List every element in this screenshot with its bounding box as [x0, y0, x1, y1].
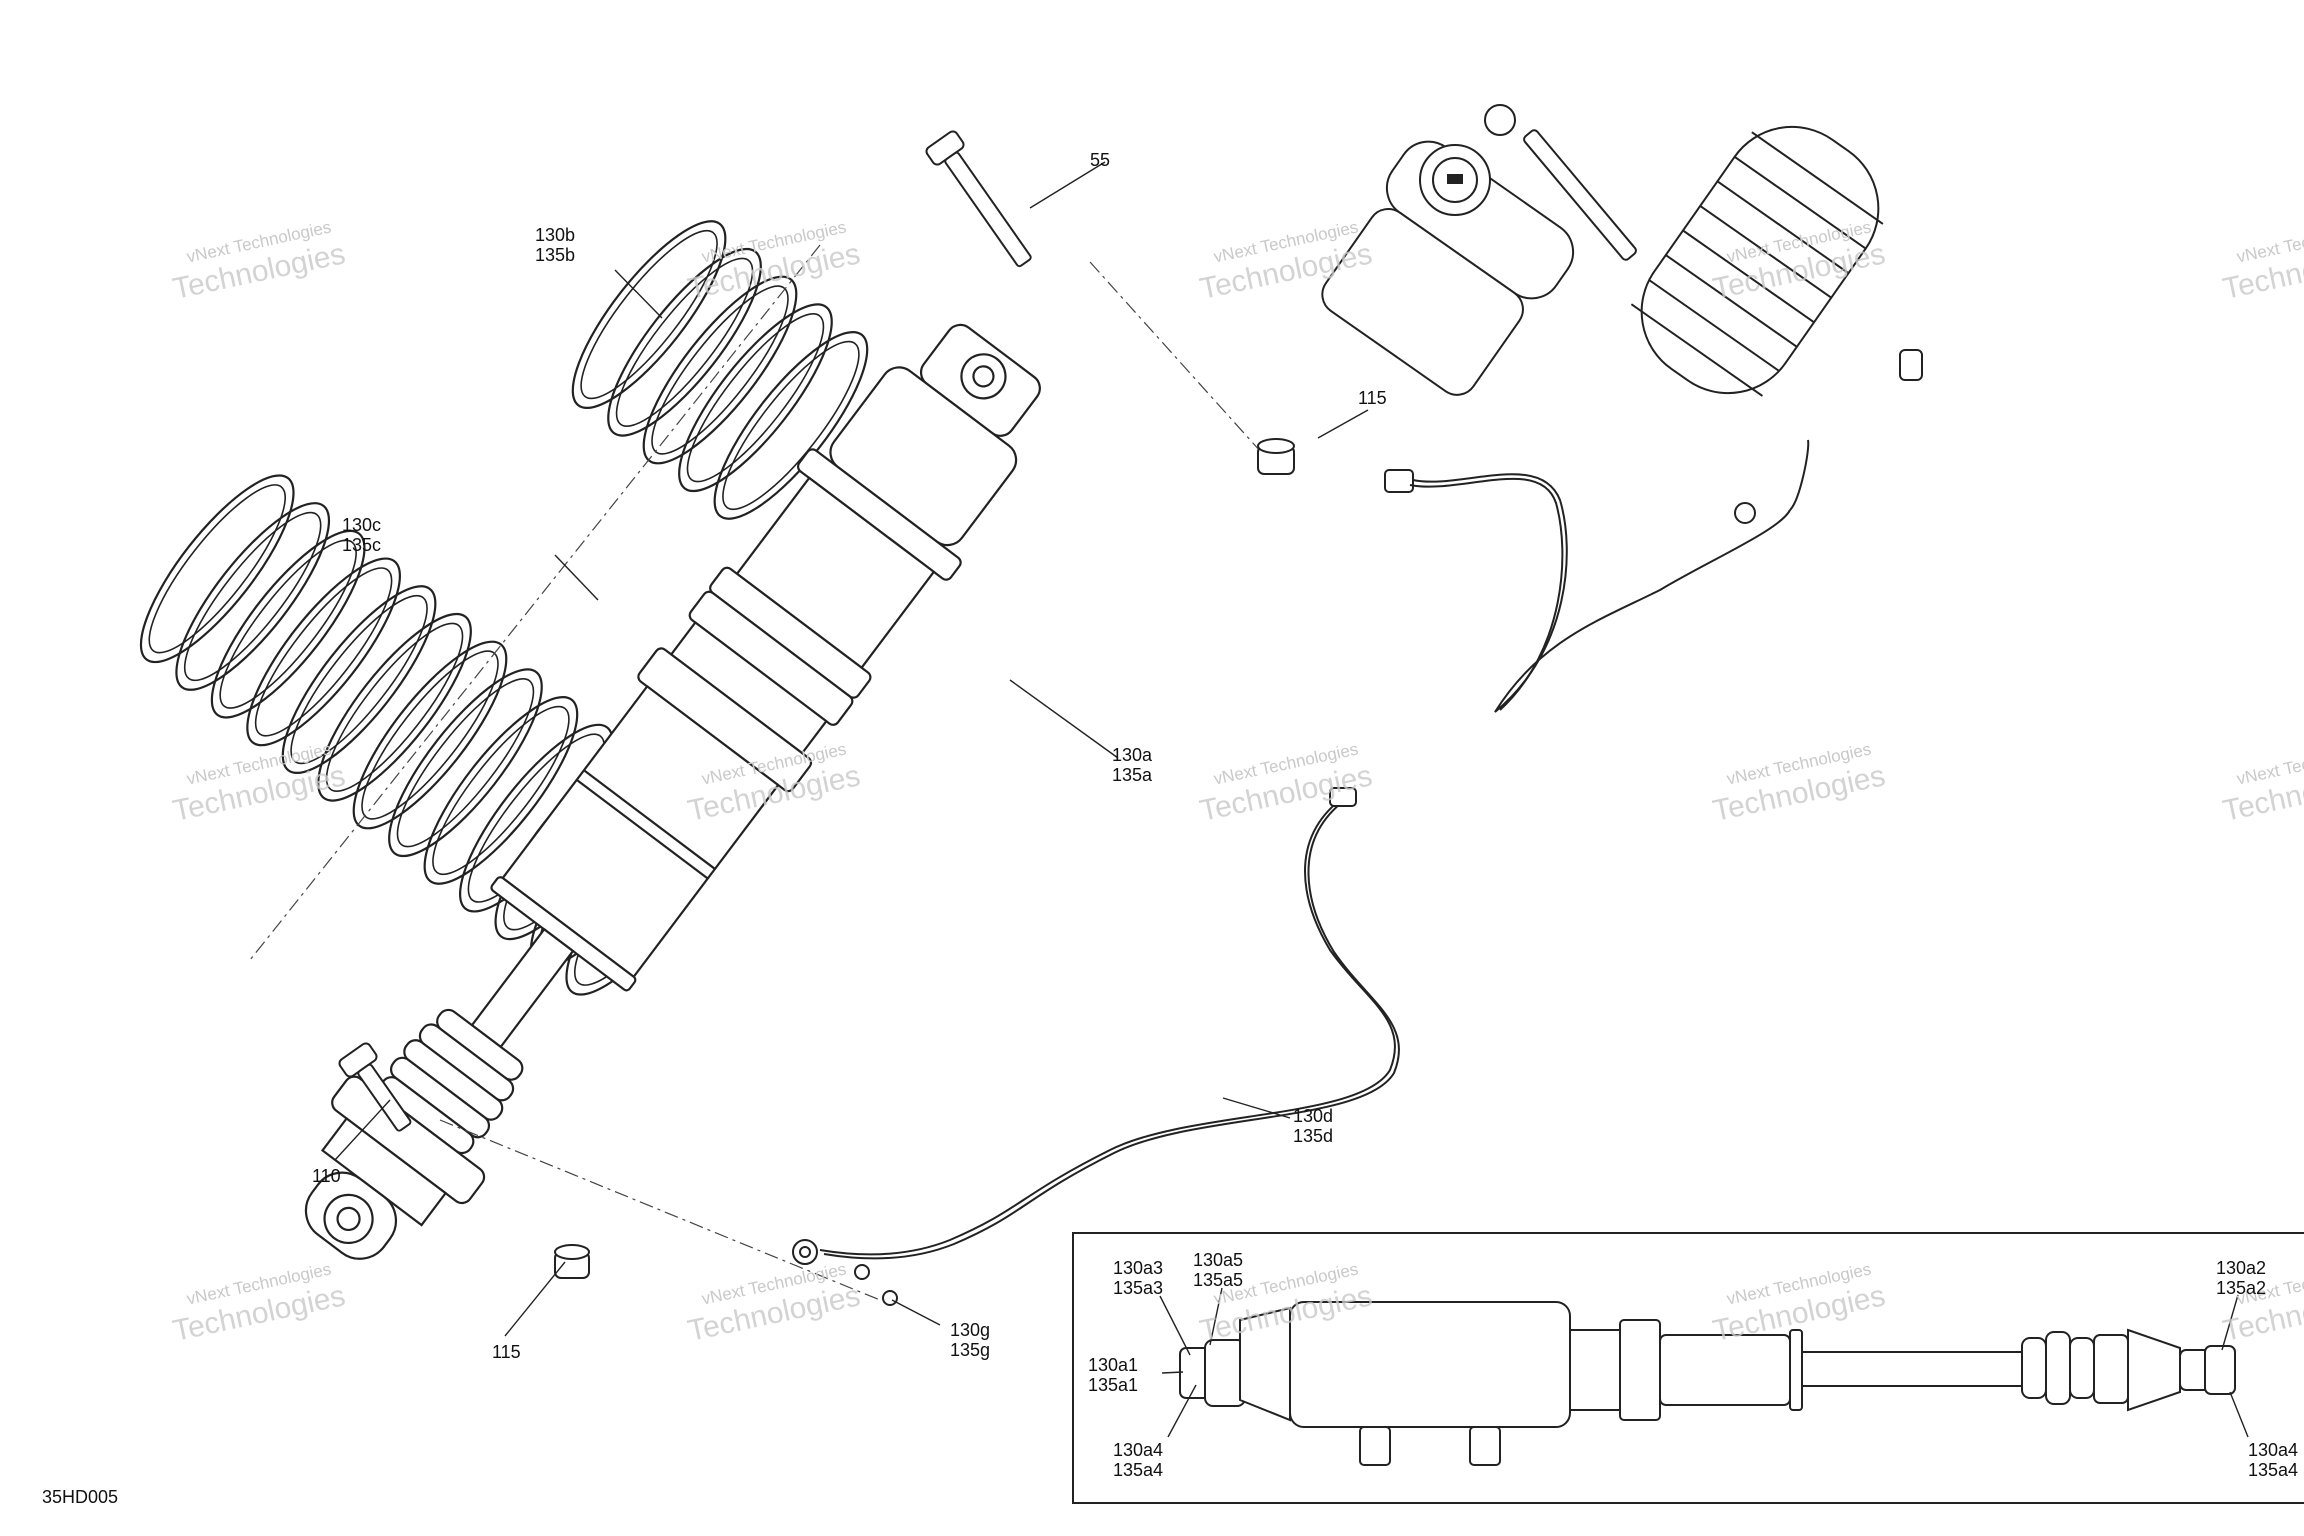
inset-detail-box	[1072, 1232, 2304, 1504]
sensor-harness	[792, 787, 1400, 1306]
bolt-55	[925, 130, 1032, 268]
nut-115-bottom	[554, 1244, 590, 1279]
shock-absorber	[304, 323, 1041, 1260]
assembled-view-top-right	[1321, 104, 1923, 713]
bolt-110	[338, 1042, 412, 1132]
callout-110: 110	[312, 1166, 341, 1186]
nut-115-top	[1257, 438, 1295, 475]
diagram-id: 35HD005	[42, 1487, 119, 1507]
callout-115-top: 115	[1358, 388, 1387, 408]
callout-55: 55	[1090, 150, 1111, 170]
leader-lines	[334, 161, 2249, 1438]
callout-115-bottom: 115	[492, 1342, 521, 1362]
